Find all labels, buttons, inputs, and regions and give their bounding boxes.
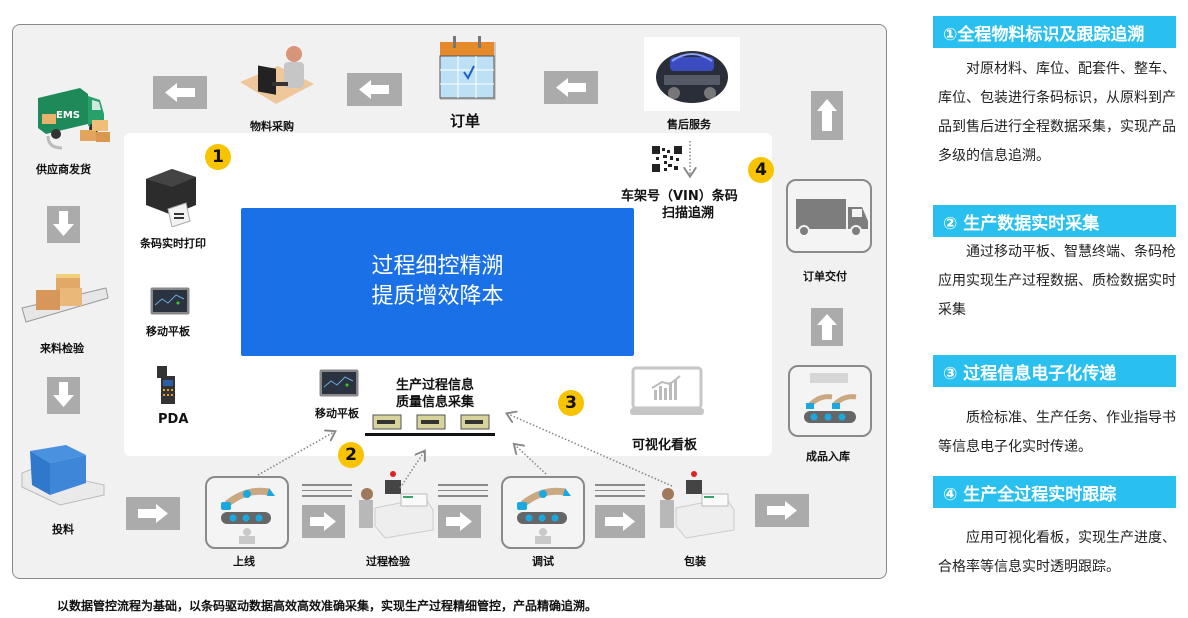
dashboard-laptop-icon: [630, 366, 704, 418]
sidebar-text-2: 通过移动平板、智慧终端、条码枪应用实现生产过程数据、质检数据实时采集: [938, 244, 1176, 318]
tablet-icon: [319, 369, 359, 397]
node-process-inspection: 过程检验: [366, 555, 410, 568]
engine-icon: [644, 37, 740, 111]
robot-arm-conveyor-icon: [221, 487, 275, 544]
barcode-printer-icon: [142, 165, 200, 227]
packing-workstation-icon: [656, 470, 736, 540]
node-packing: 包装: [684, 555, 706, 568]
device-dashboard: 可视化看板: [632, 438, 698, 453]
online-station-box: [205, 476, 289, 549]
sidebar-header-3: ③ 过程信息电子化传递: [933, 355, 1176, 387]
connector-online-to-tablet: [257, 432, 334, 476]
dotted-connectors: [257, 141, 900, 489]
node-feeding: 投料: [52, 523, 74, 536]
node-supplier-ship: 供应商发货: [36, 163, 91, 176]
boxes-conveyor-icon: [20, 268, 110, 330]
device-pda: PDA: [158, 412, 189, 427]
device-tablet-left: 移动平板: [146, 325, 190, 338]
flow-arrow-left-icon: [153, 76, 207, 109]
step-badge-4: 4: [748, 157, 774, 183]
finished-storage-box: [788, 365, 872, 437]
calendar-order-icon: [438, 36, 500, 102]
flow-arrow-left-icon: [347, 73, 402, 106]
node-purchase: 物料采购: [250, 120, 294, 133]
device-tablet-bottom: 移动平板: [315, 407, 359, 420]
order-delivery-box: [786, 179, 872, 253]
flow-arrow-left-icon: [544, 71, 598, 104]
pda-scanner-icon: [153, 364, 179, 406]
node-online: 上线: [233, 555, 255, 568]
flow-arrow-right-icon: [126, 497, 180, 530]
vin-line-1: 车架号（VIN）条码: [621, 189, 738, 204]
flow-arrow-right-icon: [438, 505, 481, 538]
node-finished-storage: 成品入库: [806, 450, 850, 463]
flow-arrow-down-icon: [47, 377, 80, 414]
robot-arm-conveyor-icon: [804, 373, 857, 423]
collect-line-1: 生产过程信息: [396, 378, 475, 393]
line-lines-decoration: [438, 484, 488, 501]
node-after-sales: 售后服务: [667, 118, 711, 131]
step-badge-3: 3: [558, 390, 584, 416]
flow-arrow-up-icon: [811, 308, 843, 346]
sidebar-header-2: ② 生产数据实时采集: [933, 205, 1176, 237]
node-order: 订单: [450, 112, 481, 130]
robot-arm-conveyor-icon: [517, 487, 571, 544]
flow-arrow-right-icon: [302, 505, 345, 538]
node-debug: 调试: [532, 555, 554, 568]
center-line-1: 过程细控精溯: [371, 254, 504, 279]
sidebar-text-3: 质检标准、生产任务、作业指导书等信息电子化实时传递。: [938, 410, 1176, 455]
flow-arrow-up-icon: [811, 91, 843, 140]
sidebar-text-4: 应用可视化看板，实现生产进度、合格率等信息实时透明跟踪。: [938, 530, 1176, 575]
flow-arrow-right-icon: [595, 505, 645, 538]
step-badge-1: 1: [205, 144, 231, 170]
tablet-icon: [150, 287, 190, 315]
footer-caption: 以数据管控流程为基础，以条码驱动数据高效高效准确采集，实现生产过程精细管控，产品…: [57, 599, 598, 613]
connector-inspection-to-collector: [399, 452, 424, 489]
data-collector-devices-icon: [365, 411, 495, 437]
center-goal-box: 过程细控精溯 提质增效降本: [241, 208, 634, 356]
step-badge-2: 2: [338, 442, 364, 468]
node-incoming-inspection: 来料检验: [40, 342, 84, 355]
line-lines-decoration: [595, 484, 645, 501]
purchase-person-icon: [238, 42, 318, 112]
flow-arrow-right-icon: [755, 494, 809, 527]
connector-debug-to-collector: [515, 445, 547, 475]
truck-ems-text: EMS: [56, 110, 80, 121]
node-order-delivery: 订单交付: [803, 270, 847, 283]
vin-line-2: 扫描追溯: [662, 206, 715, 221]
line-lines-decoration: [302, 484, 352, 501]
material-bin-icon: [20, 443, 110, 509]
ems-truck-icon: EMS: [34, 84, 114, 154]
connector-packing-to-collector: [508, 414, 673, 487]
inspection-workstation-icon: [355, 470, 435, 540]
debug-station-box: [501, 476, 585, 549]
sidebar-header-1: ①全程物料标识及跟踪追溯: [933, 16, 1176, 48]
flow-arrow-down-icon: [47, 206, 80, 243]
center-line-2: 提质增效降本: [371, 284, 504, 309]
sidebar-header-4: ④ 生产全过程实时跟踪: [933, 476, 1176, 508]
device-barcode-print: 条码实时打印: [140, 237, 206, 250]
sidebar-text-1: 对原材料、库位、配套件、整车、库位、包装进行条码标识，从原料到产品到售后进行全程…: [938, 61, 1176, 164]
qr-code-icon: [652, 146, 682, 172]
delivery-truck-icon: [796, 199, 868, 237]
collect-line-2: 质量信息采集: [396, 395, 475, 410]
